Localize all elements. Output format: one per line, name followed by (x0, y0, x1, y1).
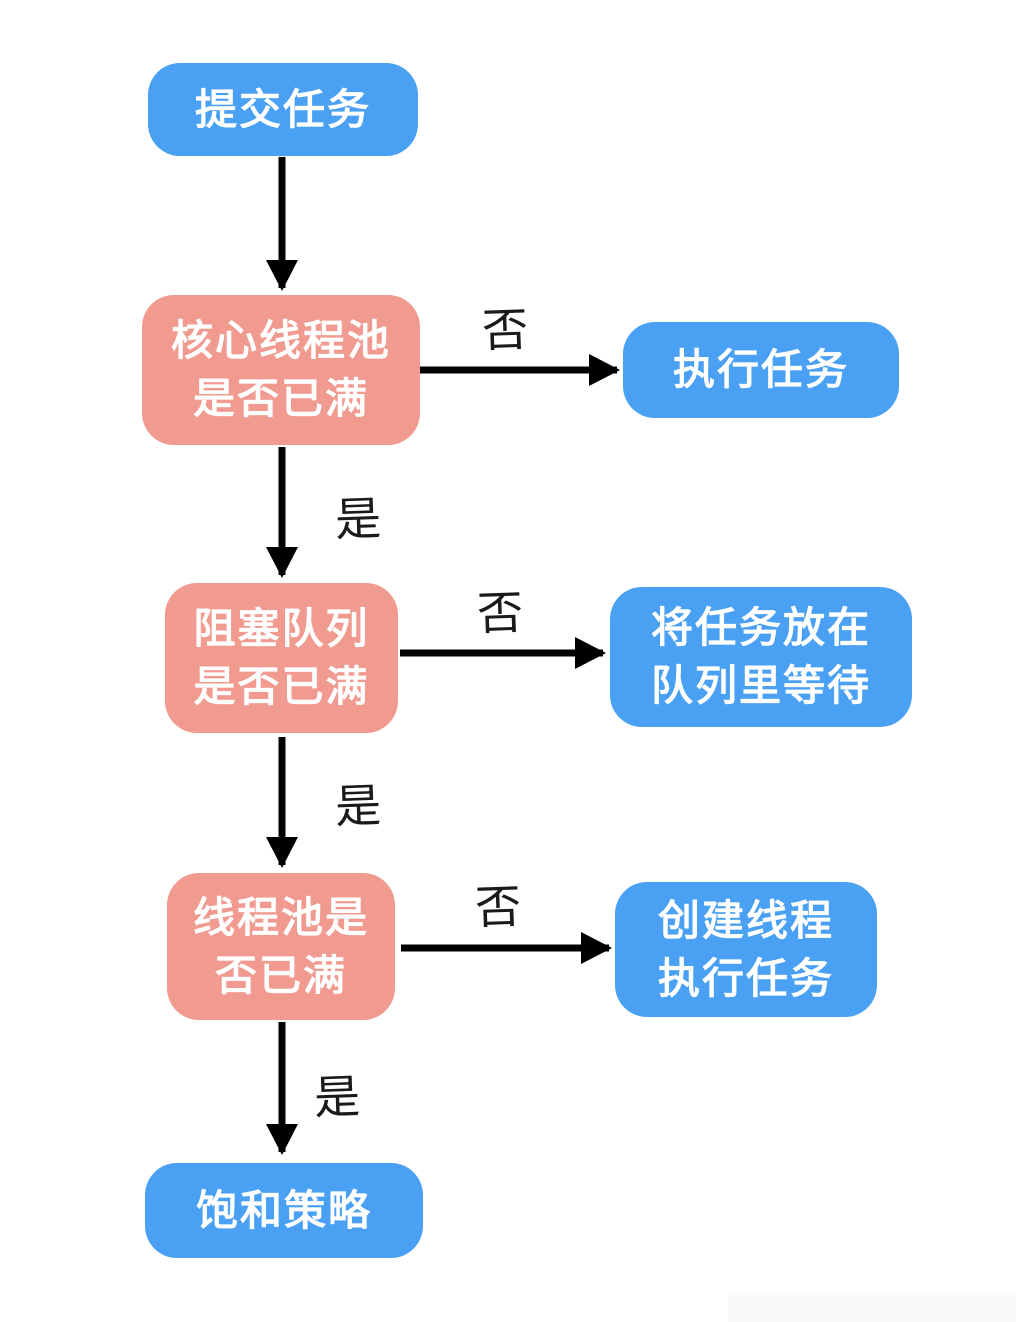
node-execute-task: 执行任务 (623, 322, 899, 418)
node-pool-full: 线程池是 否已满 (167, 873, 395, 1020)
edge-label-no-2: 否 (476, 585, 525, 641)
edge-label-yes-1: 是 (334, 491, 383, 547)
node-create-thread: 创建线程 执行任务 (615, 882, 877, 1017)
node-core-pool-full: 核心线程池 是否已满 (142, 295, 420, 445)
edge-label-yes-2: 是 (334, 778, 383, 834)
edge-label-no-3: 否 (474, 879, 523, 935)
edge-label-yes-3: 是 (313, 1069, 362, 1125)
edge-label-no-1: 否 (481, 302, 530, 358)
node-put-in-queue: 将任务放在 队列里等待 (610, 587, 912, 727)
node-submit-task: 提交任务 (148, 63, 418, 156)
node-saturation-policy: 饱和策略 (145, 1163, 423, 1258)
node-queue-full: 阻塞队列 是否已满 (165, 583, 398, 733)
footer-bar (728, 1292, 1016, 1322)
